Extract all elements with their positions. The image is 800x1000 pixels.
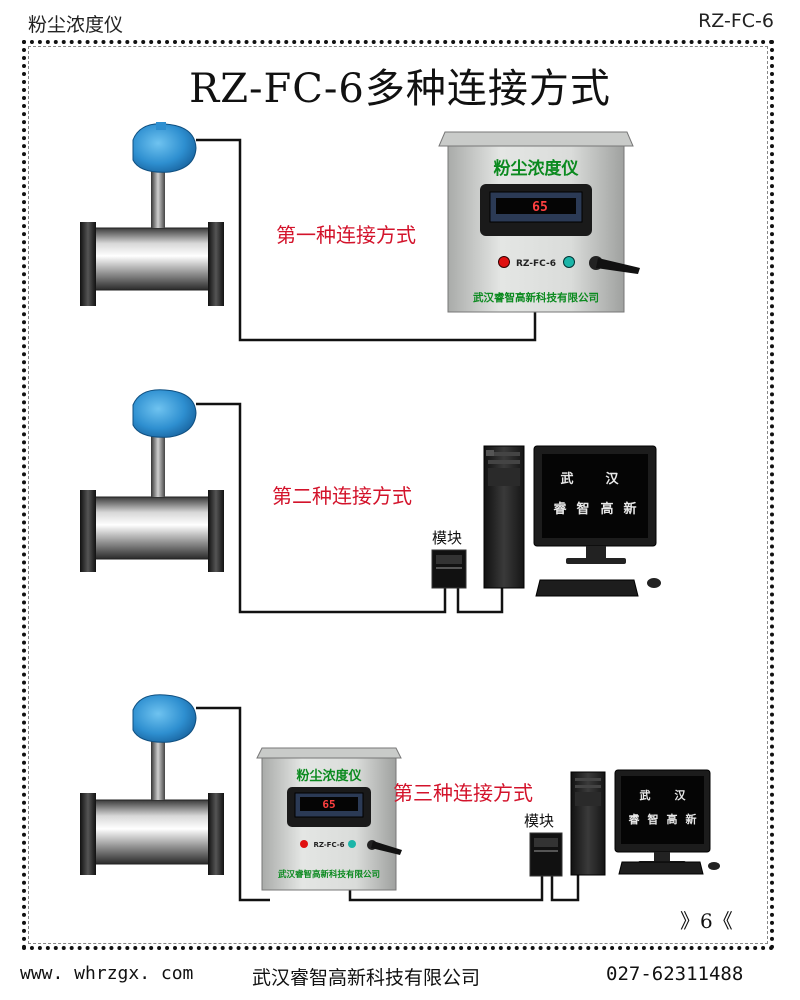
page-title: RZ-FC-6多种连接方式 (189, 66, 611, 112)
footer-company: 武汉睿智高新科技有限公司 (252, 967, 481, 989)
box2-green-light-icon (348, 840, 356, 848)
module-1 (431, 549, 467, 589)
page-number: 》6《 (680, 909, 733, 933)
monitor2-char-2: 汉 (675, 788, 687, 802)
keyboard-1-icon (535, 579, 639, 597)
box1-display-reading: 65 (532, 200, 548, 215)
module-2 (529, 832, 563, 877)
monitor2-char-3: 睿 (629, 812, 641, 826)
footer-url[interactable]: www. whrzgx. com (20, 963, 194, 984)
box1-red-light-icon (498, 256, 510, 268)
monitor1-char-5: 高 (600, 501, 613, 517)
flow-sensor-2 (80, 389, 224, 572)
dust-meter-box-1: 粉尘浓度仪 65 RZ-FC-6 武汉睿智高新科技有限公司 (438, 131, 640, 313)
computer-1: 武 汉 睿 智 高 新 (483, 445, 661, 597)
mouse-1-icon (647, 578, 661, 588)
monitor2-char-6: 新 (686, 812, 697, 826)
monitor2-char-5: 高 (667, 812, 678, 826)
mouse-2-icon (708, 862, 720, 870)
header-right: RZ-FC-6 (698, 10, 774, 32)
page-border (22, 40, 774, 950)
method-2-label: 第二种连接方式 (272, 484, 412, 508)
module-1-label: 模块 (432, 529, 463, 547)
module-2-label: 模块 (524, 812, 555, 830)
monitor1-char-6: 新 (623, 501, 636, 517)
header-left: 粉尘浓度仪 (28, 14, 124, 36)
monitor1-char-2: 汉 (605, 471, 619, 487)
connection-wires (196, 138, 580, 902)
monitor1-char-3: 睿 (553, 501, 567, 517)
box1-company: 武汉睿智高新科技有限公司 (473, 291, 599, 304)
monitor2-char-4: 智 (648, 812, 659, 826)
box1-title: 粉尘浓度仪 (494, 158, 580, 179)
box2-company: 武汉睿智高新科技有限公司 (278, 869, 380, 880)
box2-red-light-icon (300, 840, 308, 848)
monitor1-char-4: 智 (576, 501, 589, 517)
method-1-label: 第一种连接方式 (276, 223, 416, 247)
footer-phone: 027-62311488 (606, 963, 744, 985)
monitor1-char-1: 武 (560, 471, 573, 487)
keyboard-2-icon (618, 861, 704, 875)
monitor2-char-1: 武 (640, 788, 651, 802)
dust-meter-box-2: 粉尘浓度仪 65 RZ-FC-6 武汉睿智高新科技有限公司 (256, 747, 402, 891)
flow-sensor-1 (80, 122, 224, 306)
flow-sensor-3 (80, 694, 224, 875)
box2-title: 粉尘浓度仪 (296, 768, 362, 784)
box2-display-reading: 65 (322, 798, 335, 811)
box2-model: RZ-FC-6 (313, 841, 344, 849)
box1-green-light-icon (563, 256, 575, 268)
computer-2: 武 汉 睿 智 高 新 (570, 769, 720, 876)
box1-model: RZ-FC-6 (516, 259, 556, 269)
method-3-label: 第三种连接方式 (393, 781, 533, 805)
